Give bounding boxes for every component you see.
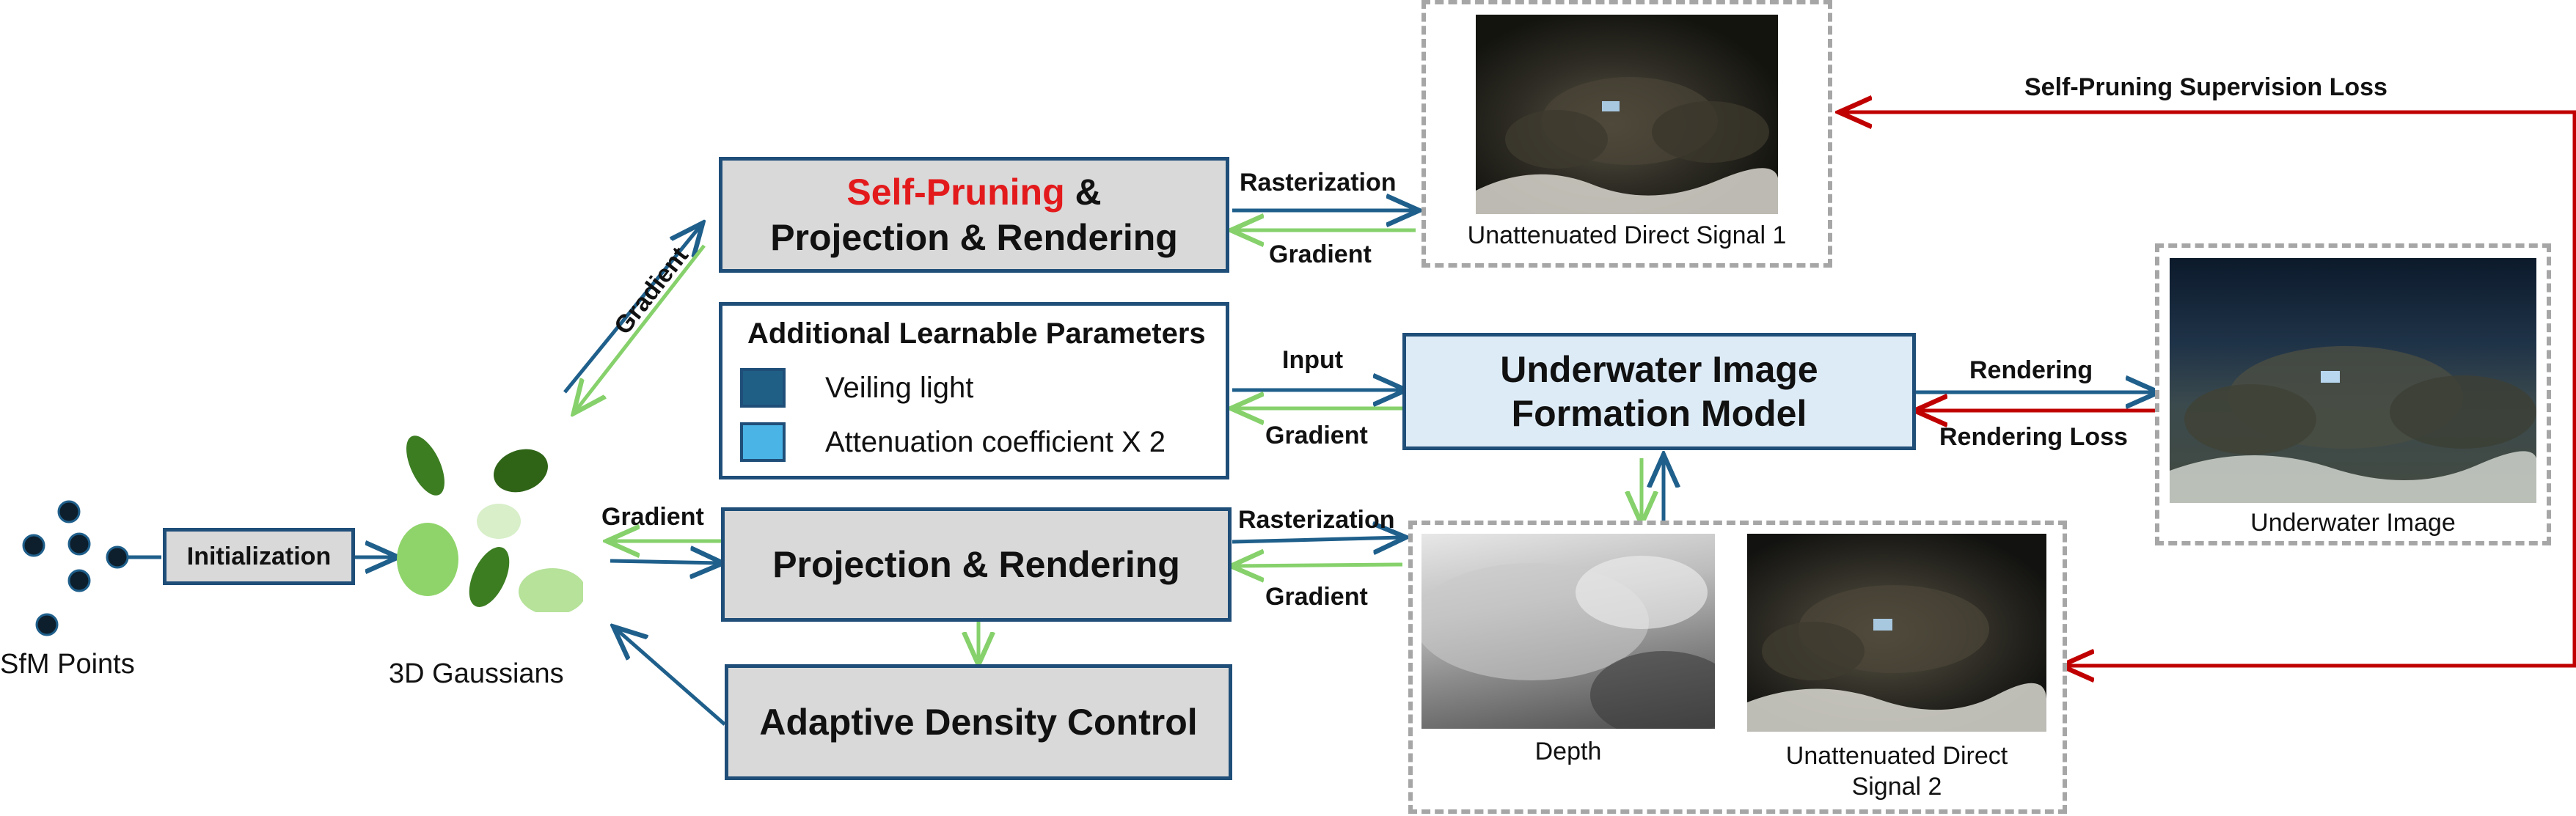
depth-image	[1421, 534, 1715, 729]
params-item-label: Attenuation coefficient X 2	[825, 425, 1166, 458]
initialization-label: Initialization	[186, 542, 332, 570]
signal1-image	[1476, 15, 1778, 214]
sfm-label: SfM Points	[0, 649, 135, 680]
self-pruning-line1: Self-Pruning &	[846, 169, 1101, 215]
initialization-box: Initialization	[163, 528, 355, 585]
self-pruning-highlight: Self-Pruning	[846, 172, 1065, 213]
gradient-top-label: Gradient	[1269, 240, 1372, 268]
rasterization-top-label: Rasterization	[1240, 169, 1397, 196]
self-pruning-amp: &	[1064, 172, 1102, 213]
gaussians-icon	[397, 435, 583, 612]
params-item-label: Veiling light	[825, 371, 974, 404]
params-item-veiling: Veiling light	[740, 366, 973, 410]
adaptive-density-control-label: Adaptive Density Control	[759, 702, 1198, 743]
rendering-label: Rendering	[1969, 356, 2093, 384]
attenuation-swatch-icon	[740, 422, 786, 462]
projection-rendering-box: Projection & Rendering	[721, 507, 1232, 622]
arrow-gradient-bottom	[1234, 565, 1403, 566]
rendering-loss-label: Rendering Loss	[1939, 423, 2128, 451]
arrow-gradient-to-gaussians	[576, 244, 706, 411]
adaptive-density-control-box: Adaptive Density Control	[725, 664, 1232, 780]
params-item-attenuation: Attenuation coefficient X 2	[740, 420, 1166, 464]
gradient-mid-label: Gradient	[1265, 422, 1368, 449]
arrow-gaussians-to-selfpruning	[563, 226, 700, 394]
rasterization-bottom-label: Rasterization	[1238, 506, 1395, 534]
reef-texture-icon	[1476, 77, 1778, 214]
sfm-points-icon	[22, 500, 129, 636]
self-pruning-box: Self-Pruning & Projection & Rendering	[719, 157, 1229, 273]
underwater-caption: Underwater Image	[2250, 509, 2456, 537]
supervision-loop	[2065, 110, 2576, 666]
self-pruning-line2: Projection & Rendering	[770, 217, 1178, 258]
gaussians-label: 3D Gaussians	[389, 658, 564, 689]
gradient-left-label: Gradient	[601, 503, 704, 531]
arrow-adc-to-gaussians	[616, 629, 726, 726]
signal2-caption-line1: Unattenuated Direct	[1785, 742, 2008, 770]
supervision-loss-label: Self-Pruning Supervision Loss	[2024, 73, 2387, 101]
projection-rendering-label: Projection & Rendering	[772, 544, 1180, 585]
signal1-caption: Unattenuated Direct Signal 1	[1467, 221, 1787, 249]
depth-texture-icon	[1421, 556, 1715, 729]
input-label: Input	[1282, 346, 1344, 374]
uifm-box: Underwater Image Formation Model	[1402, 333, 1916, 450]
signal2-image	[1747, 534, 2046, 732]
params-box: Additional Learnable Parameters Veiling …	[719, 302, 1229, 479]
reef-texture-icon	[1747, 585, 2046, 732]
params-title: Additional Learnable Parameters	[747, 317, 1206, 350]
underwater-image	[2170, 258, 2536, 503]
uifm-line2: Formation Model	[1511, 393, 1807, 434]
uifm-line1: Underwater Image	[1500, 349, 1818, 390]
signal2-caption-line2: Signal 2	[1851, 773, 1942, 801]
reef-texture-icon	[2170, 346, 2536, 503]
depth-caption: Depth	[1534, 738, 1602, 765]
gradient-bottom-label: Gradient	[1265, 583, 1368, 611]
arrow-gaussians-to-proj	[610, 561, 720, 563]
arrow-raster-bottom	[1232, 537, 1402, 542]
veiling-light-swatch-icon	[740, 368, 786, 408]
sfm-points	[15, 499, 139, 645]
